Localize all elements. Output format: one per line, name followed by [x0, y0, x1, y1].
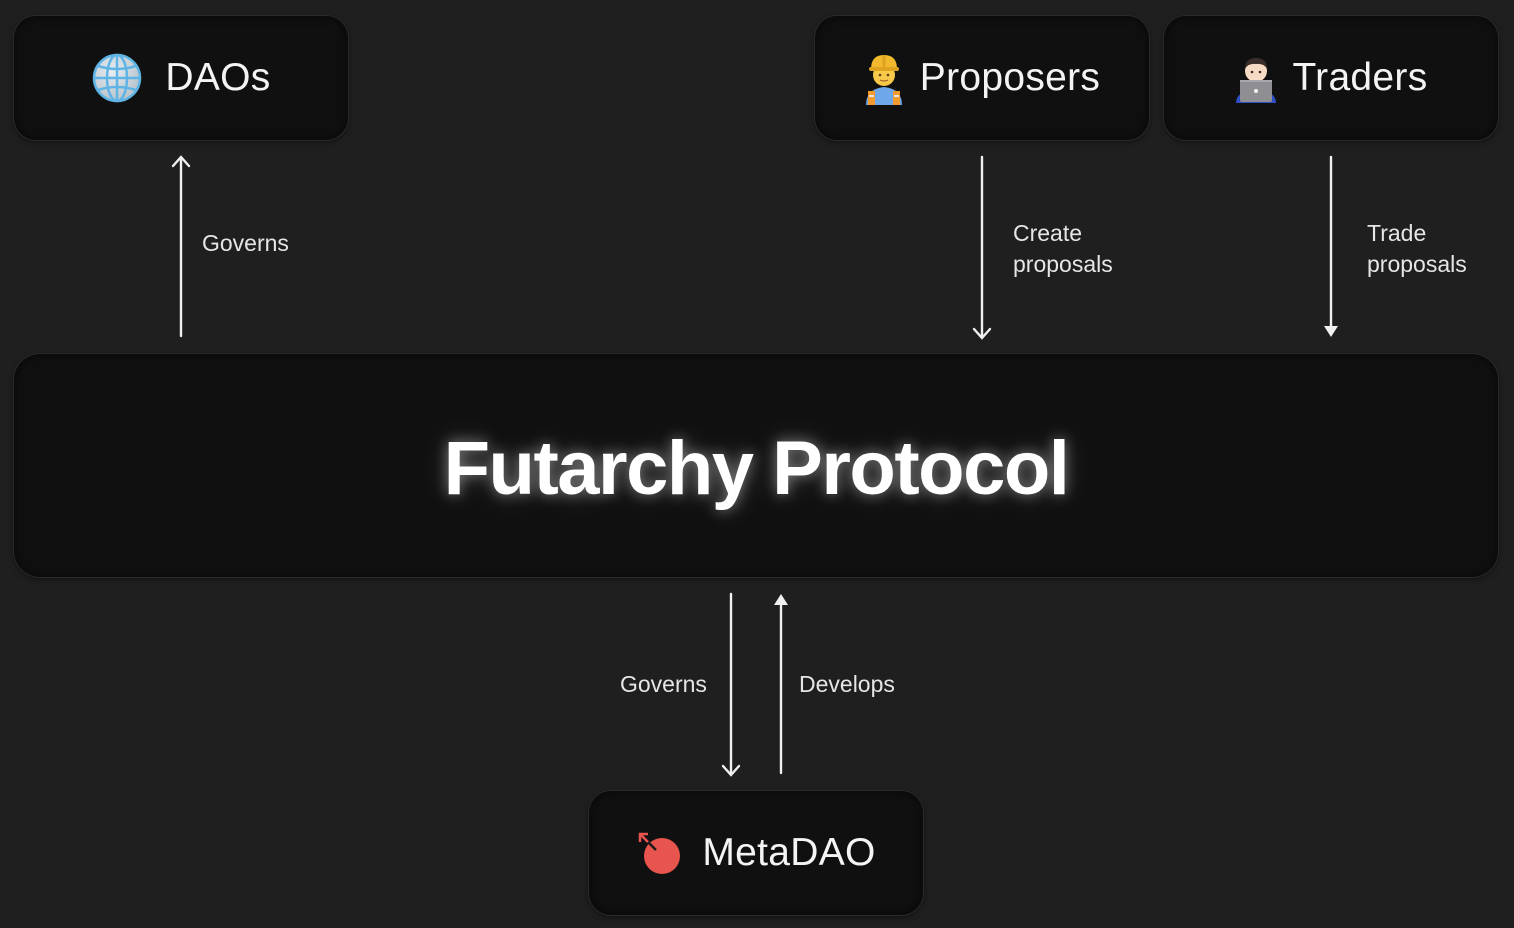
- construction-worker-icon: [864, 51, 904, 105]
- edge-label-line: proposals: [1367, 251, 1467, 277]
- edge-label-line: Create: [1013, 220, 1083, 246]
- node-traders-label: Traders: [1292, 56, 1428, 99]
- arrow-governs-daos: [171, 155, 191, 338]
- node-proposers: Proposers: [815, 16, 1149, 140]
- edge-label-trade-proposals: Trade proposals: [1367, 218, 1467, 280]
- globe-icon: [91, 52, 143, 104]
- arrow-governs-metadao: [721, 592, 741, 777]
- arrow-develops: [774, 594, 788, 775]
- technologist-laptop-icon: [1234, 53, 1278, 103]
- node-daos: DAOs: [14, 16, 348, 140]
- edge-label-develops: Develops: [799, 671, 895, 697]
- edge-label-governs-metadao: Governs: [620, 671, 707, 697]
- arrow-create-proposals: [972, 155, 992, 340]
- arrow-trade-proposals: [1324, 155, 1338, 337]
- node-traders: Traders: [1164, 16, 1498, 140]
- protocol-title: Futarchy Protocol: [443, 426, 1070, 511]
- node-metadao-label: MetaDAO: [702, 831, 876, 874]
- edge-label-line: Trade: [1367, 220, 1427, 246]
- metadao-logo-icon: [636, 830, 682, 876]
- edge-label-create-proposals: Create proposals: [1013, 218, 1113, 280]
- node-futarchy-protocol: Futarchy Protocol: [14, 354, 1498, 577]
- node-daos-label: DAOs: [165, 56, 271, 99]
- node-metadao: MetaDAO: [589, 791, 923, 915]
- edge-label-line: proposals: [1013, 251, 1113, 277]
- edge-label-governs-daos: Governs: [202, 230, 289, 256]
- node-proposers-label: Proposers: [919, 56, 1101, 99]
